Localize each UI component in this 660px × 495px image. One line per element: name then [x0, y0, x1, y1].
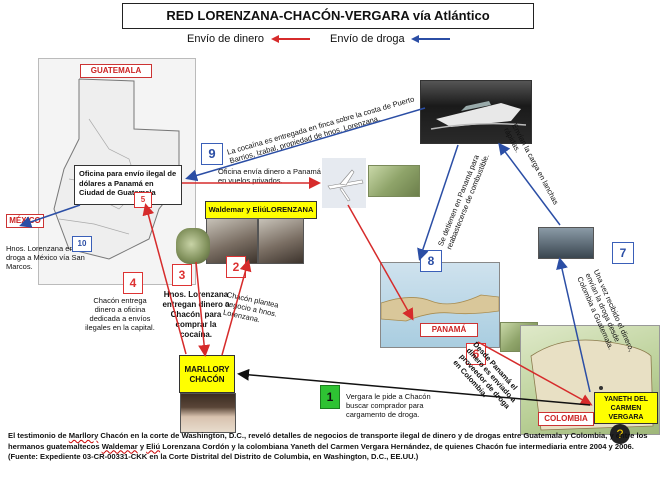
diagram-title: RED LORENZANA-CHACÓN-VERGARA vía Atlánti… [122, 3, 534, 29]
legend-drug-label: Envío de droga [330, 33, 405, 45]
plane-photo [322, 158, 366, 208]
caption-part-4: Lorenzana Cordón y la colombiana Yaneth … [8, 441, 634, 462]
money-bag-photo [176, 228, 210, 264]
step-1-note: Vergara le pide a Chacón buscar comprado… [346, 392, 431, 419]
footer-caption: El testimonio de Marllory Chacón en la c… [8, 431, 653, 463]
office-box: Oficina para envío ilegal de dólares a P… [74, 165, 182, 205]
step-7-badge: 7 [612, 242, 634, 264]
country-panama-label: PANAMÁ [420, 323, 478, 337]
legend-money-arrow [271, 35, 310, 43]
caption-name-waldemar: Waldemar [101, 441, 138, 451]
country-colombia-label: COLOMBIA [538, 412, 594, 426]
step-4-note: Chacón entrega dinero a oficina dedicada… [85, 296, 155, 332]
country-guatemala-label: GUATEMALA [80, 64, 152, 78]
step-3-badge: 3 [172, 264, 192, 286]
money-stack-photo [368, 165, 420, 197]
legend-drug-arrow [411, 35, 450, 43]
marllory-box: MARLLORY CHACÓN [179, 355, 235, 393]
step-10-badge: 10 [72, 236, 92, 252]
caption-part-3: y [137, 441, 147, 451]
step-4-badge: 4 [123, 272, 143, 294]
yaneth-box: YANETH DEL CARMEN VERGARA [594, 392, 658, 424]
eliu-photo [258, 218, 304, 264]
step-1-badge: 1 [320, 385, 340, 409]
caption-part-1: El testimonio de [8, 431, 69, 440]
step-6-badge: 6 [466, 343, 486, 365]
caption-name-eliu: Eliú [146, 441, 161, 451]
caption-name-marllory: Marllory [68, 431, 99, 440]
office-send-note: Oficina envía dinero a Panamá en vuelos … [218, 167, 321, 185]
caption-part-2: Chacón en la corte de Washington, D.C., … [8, 431, 648, 451]
step-9-badge: 9 [201, 143, 223, 165]
mexico-note: Hnos. Lorenzana envían droga a México ví… [6, 244, 88, 271]
legend-money-label: Envío de dinero [187, 33, 265, 45]
unknown-person-icon: ? [610, 424, 630, 444]
speedboat-photo [420, 80, 532, 144]
step-3-note: Hnos. Lorenzana entregan dinero a Chacón… [162, 290, 230, 339]
marllory-photo [180, 393, 236, 433]
speedboat-shape [430, 101, 527, 130]
plane-shape [327, 169, 364, 202]
